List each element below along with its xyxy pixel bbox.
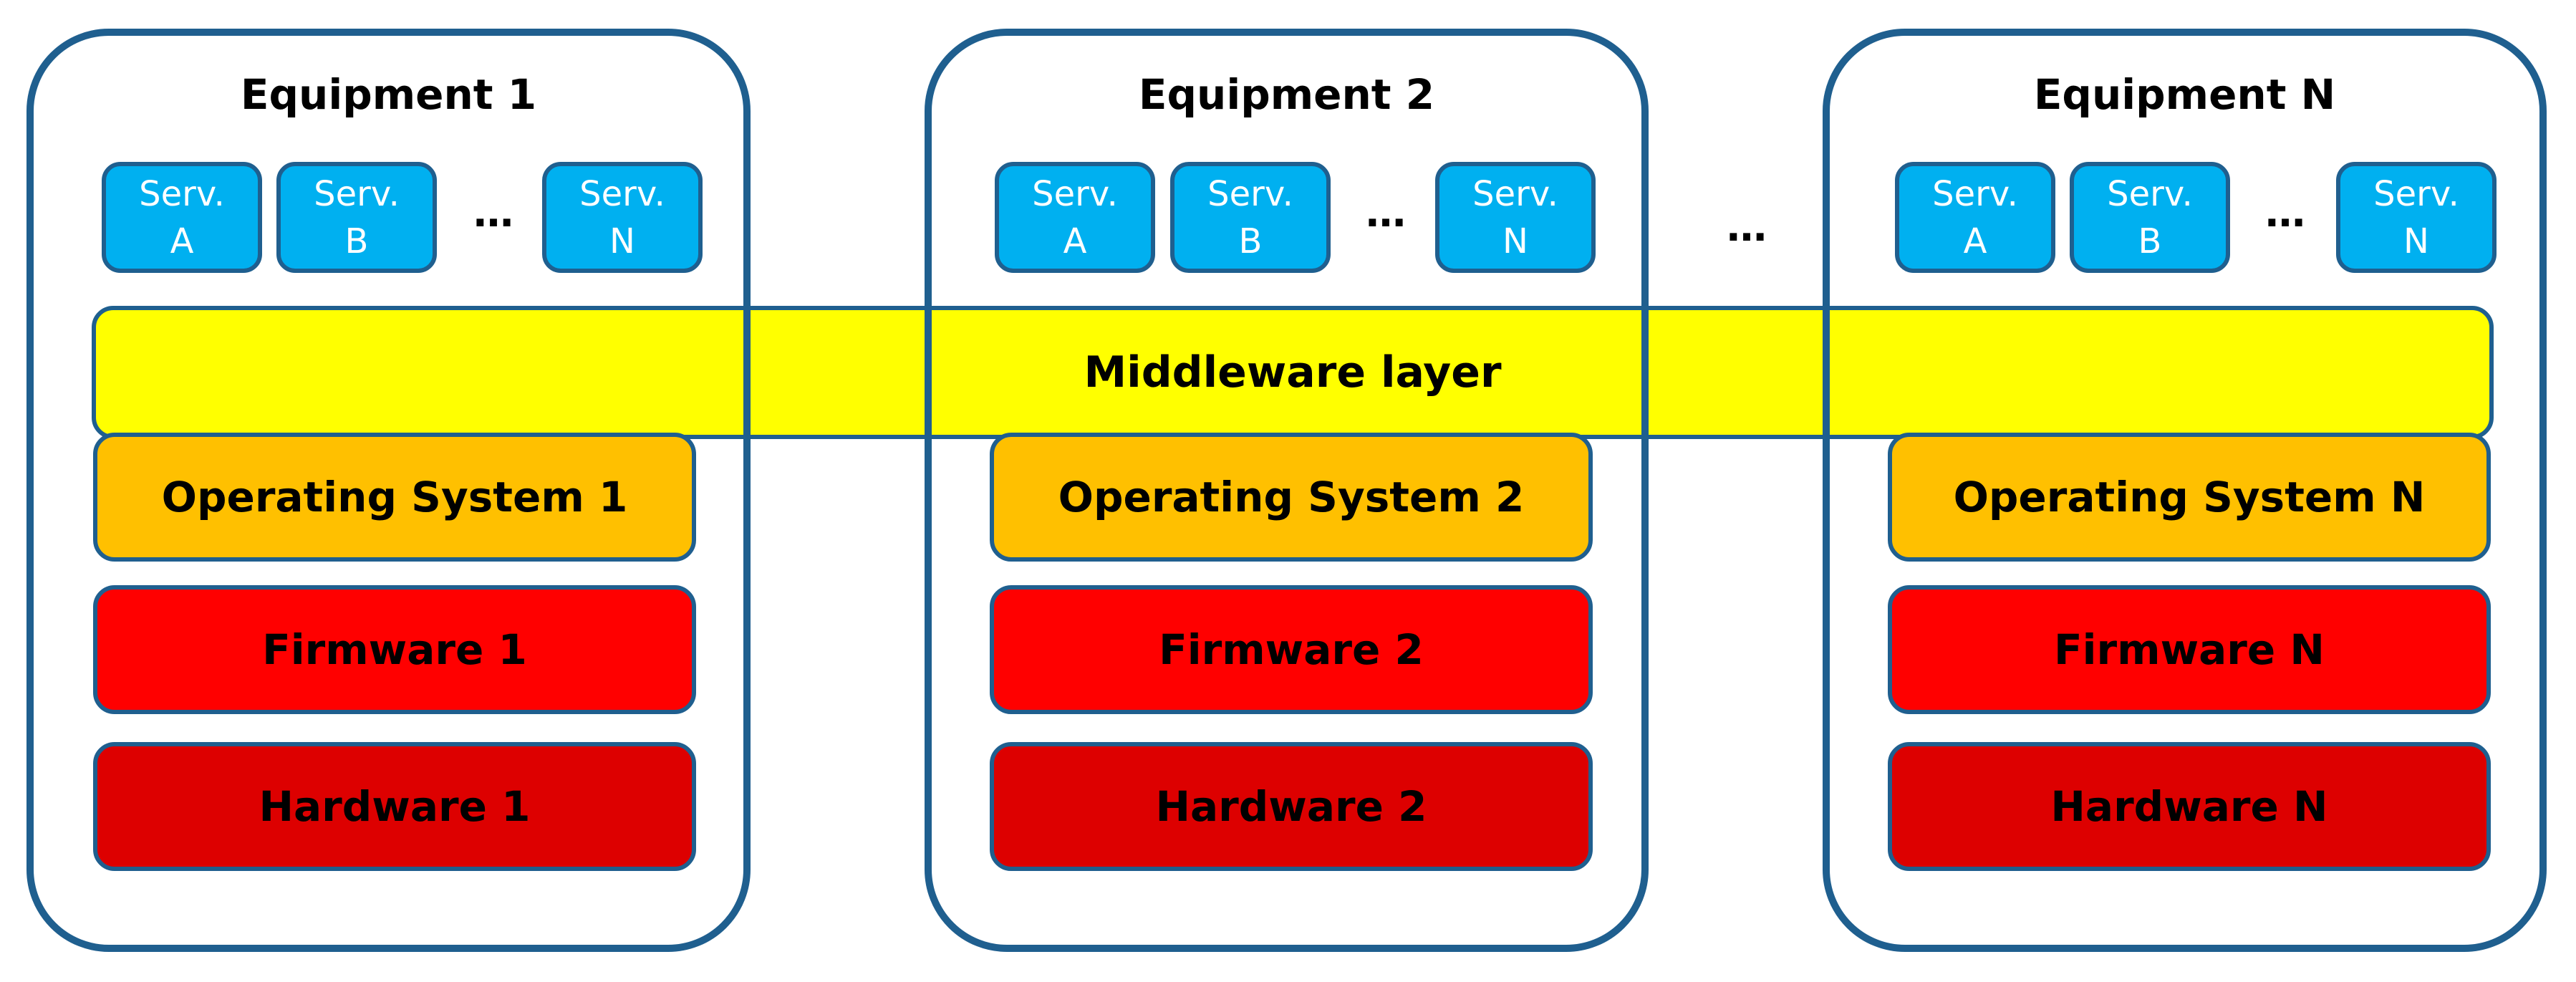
service-label: Serv. (1472, 174, 1558, 214)
equipment-1-hardware: Hardware 1 (93, 742, 696, 871)
service-label: Serv. (579, 174, 665, 214)
equipment-2-firmware: Firmware 2 (990, 585, 1593, 714)
equipment-ellipsis: … (1727, 204, 1768, 251)
service-label: Serv. (2107, 174, 2193, 214)
equipment-n-frame: Equipment N Serv. A Serv. B … Serv. N (1823, 29, 2547, 952)
os-label: Operating System 1 (161, 473, 628, 521)
equipment-2-title: Equipment 2 (1138, 70, 1435, 119)
equipment-n-title: Equipment N (2033, 70, 2336, 119)
service-label: Serv. (1032, 174, 1118, 214)
service-letter: A (1963, 221, 1987, 261)
hardware-label: Hardware 1 (259, 782, 531, 831)
equipment-n-service-b: Serv. B (2070, 162, 2230, 273)
equipment-2-operating-system: Operating System 2 (990, 433, 1593, 562)
service-letter: N (1502, 221, 1528, 261)
equipment-n-firmware: Firmware N (1888, 585, 2491, 714)
firmware-label: Firmware N (2054, 625, 2325, 674)
service-label: Serv. (2373, 174, 2459, 214)
equipment-1-firmware: Firmware 1 (93, 585, 696, 714)
equipment-1-operating-system: Operating System 1 (93, 433, 696, 562)
equipment-2-service-a: Serv. A (995, 162, 1155, 273)
service-label: Serv. (139, 174, 225, 214)
equipment-n-left-border (1823, 306, 1830, 439)
firmware-label: Firmware 1 (262, 625, 527, 674)
hardware-label: Hardware 2 (1155, 782, 1427, 831)
service-letter: A (170, 221, 194, 261)
middleware-layer: Middleware layer (92, 306, 2494, 439)
equipment-2-service-ellipsis: … (1366, 190, 1407, 236)
equipment-1-right-border (743, 306, 751, 439)
middleware-label: Middleware layer (1084, 347, 1502, 398)
equipment-n-service-ellipsis: … (2265, 190, 2307, 236)
equipment-n-service-a: Serv. A (1895, 162, 2055, 273)
equipment-1-service-a: Serv. A (102, 162, 262, 273)
service-letter: B (2138, 221, 2162, 261)
equipment-1-service-b: Serv. B (276, 162, 437, 273)
service-letter: A (1063, 221, 1087, 261)
equipment-n-hardware: Hardware N (1888, 742, 2491, 871)
service-letter: B (1238, 221, 1263, 261)
equipment-n-service-n: Serv. N (2336, 162, 2497, 273)
equipment-2-service-n: Serv. N (1435, 162, 1596, 273)
equipment-1-service-n: Serv. N (542, 162, 703, 273)
equipment-2-service-b: Serv. B (1170, 162, 1331, 273)
equipment-1-service-ellipsis: … (473, 190, 515, 236)
equipment-2-hardware: Hardware 2 (990, 742, 1593, 871)
firmware-label: Firmware 2 (1159, 625, 1424, 674)
equipment-2-right-border (1641, 306, 1649, 439)
hardware-label: Hardware N (2050, 782, 2328, 831)
equipment-1-title: Equipment 1 (240, 70, 537, 119)
service-letter: N (609, 221, 635, 261)
equipment-2-left-border (925, 306, 932, 439)
equipment-n-operating-system: Operating System N (1888, 433, 2491, 562)
os-label: Operating System N (1953, 473, 2426, 521)
equipment-2-frame: Equipment 2 Serv. A Serv. B … Serv. N (925, 29, 1649, 952)
os-label: Operating System 2 (1058, 473, 1525, 521)
service-label: Serv. (314, 174, 400, 214)
service-letter: N (2403, 221, 2429, 261)
equipment-1-frame: Equipment 1 Serv. A Serv. B … Serv. N (26, 29, 751, 952)
service-label: Serv. (1932, 174, 2018, 214)
service-label: Serv. (1207, 174, 1293, 214)
service-letter: B (344, 221, 369, 261)
